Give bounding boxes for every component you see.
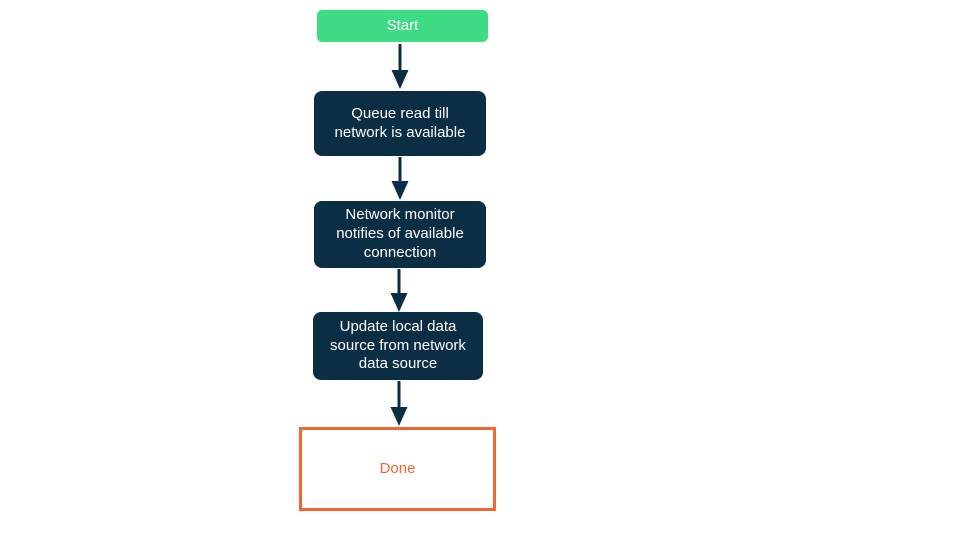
node-update-local-data-label: Update local data source from network da… bbox=[330, 317, 466, 373]
node-queue-read-label: Queue read till network is available bbox=[334, 104, 466, 141]
node-network-monitor-label: Network monitor notifies of available co… bbox=[336, 206, 464, 261]
node-done-label: Done bbox=[379, 459, 416, 477]
edge-start-to-queue bbox=[391, 44, 409, 89]
node-update-local-data[interactable]: Update local data source from network da… bbox=[313, 312, 483, 380]
node-start[interactable]: Start bbox=[317, 10, 488, 42]
edge-monitor-to-update bbox=[390, 269, 408, 312]
edge-queue-to-monitor bbox=[391, 157, 409, 200]
node-queue-read[interactable]: Queue read till network is available bbox=[314, 91, 486, 156]
node-network-monitor[interactable]: Network monitor notifies of available co… bbox=[314, 201, 486, 268]
node-start-label: Start bbox=[386, 16, 419, 34]
node-done[interactable]: Done bbox=[299, 427, 496, 511]
edge-update-to-done bbox=[390, 381, 408, 426]
